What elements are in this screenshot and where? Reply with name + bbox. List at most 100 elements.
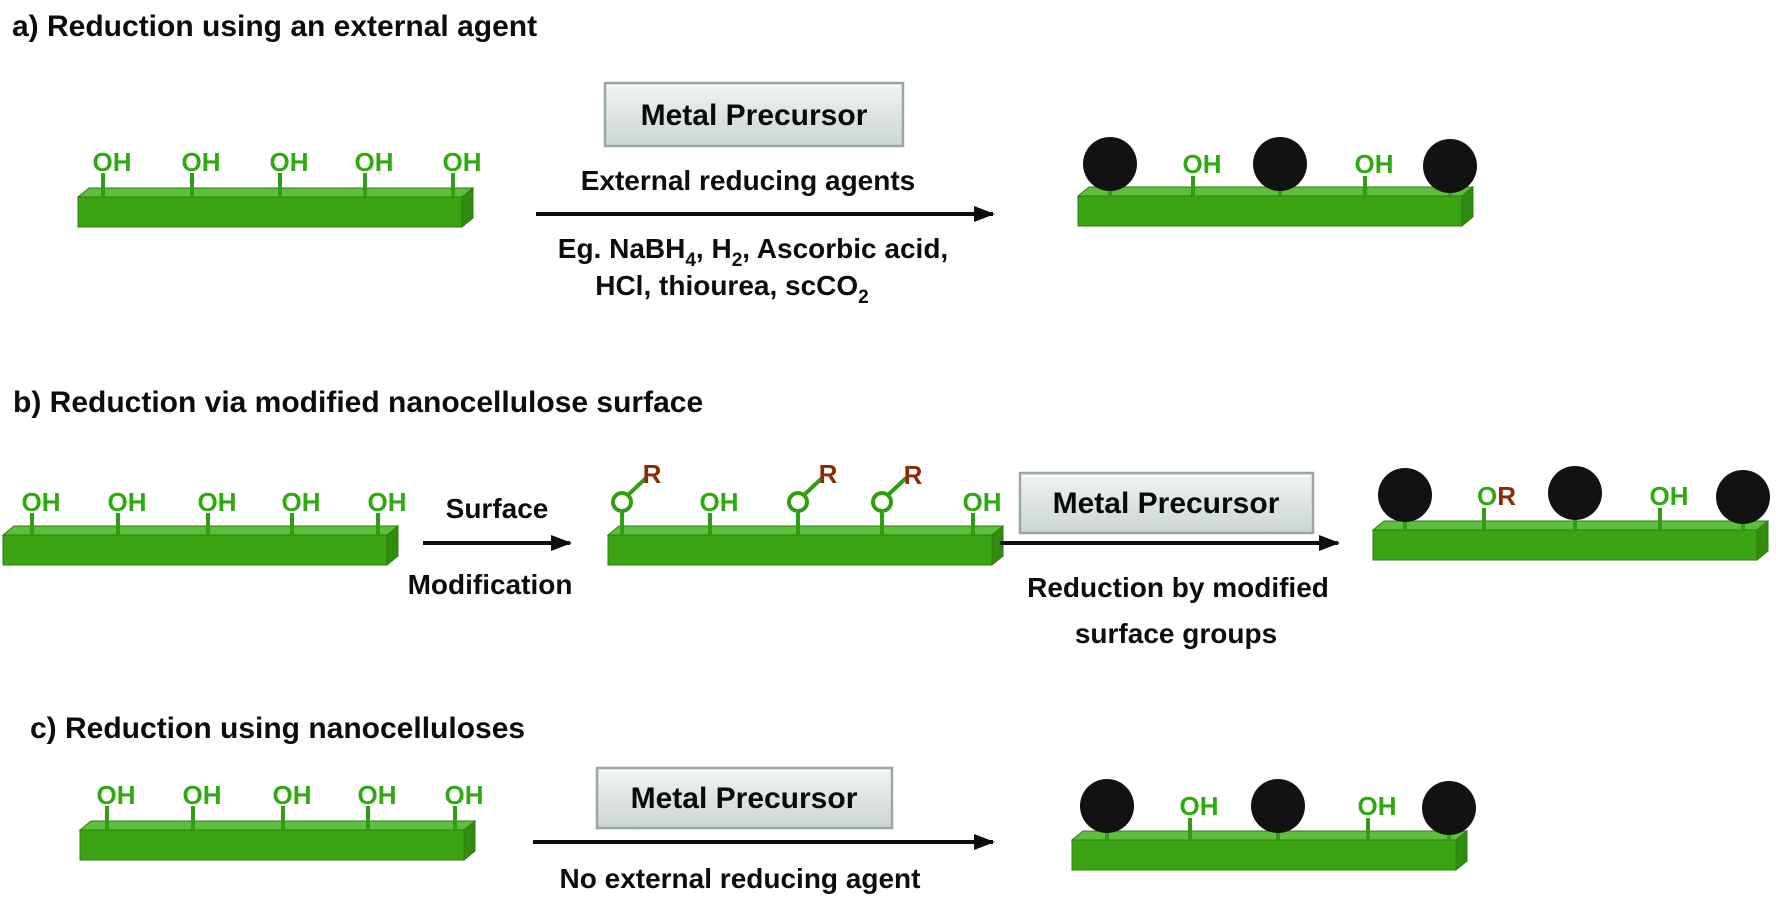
nanocellulose-bar: [79, 820, 476, 861]
hydroxyl-label: OH: [358, 780, 397, 810]
hydroxyl-label: OH: [1355, 149, 1394, 179]
metal-nanoparticle: [1251, 779, 1305, 840]
hydroxyl-group: OH: [93, 147, 132, 197]
reaction-arrow-a: External reducing agents Eg. NaBH4, H2, …: [536, 165, 995, 308]
hydroxyl-label: OH: [273, 780, 312, 810]
hydroxyl-label: OH: [93, 147, 132, 177]
hydroxyl-group: OH: [273, 780, 312, 830]
hydroxyl-group: OH: [1183, 149, 1222, 196]
arrow-label-below: No external reducing agent: [560, 863, 921, 894]
nanocellulose-bar: [1372, 520, 1769, 561]
nanoparticle-sphere: [1548, 466, 1602, 520]
hydroxyl-group: OH: [355, 147, 394, 197]
metal-nanoparticle: [1080, 779, 1134, 840]
arrow-label-line1: Reduction by modified: [1027, 572, 1329, 603]
hydroxyl-label: OH: [22, 487, 61, 517]
hydroxyl-group: OH: [445, 780, 484, 830]
r-group-label: R: [904, 460, 923, 490]
nanoparticle-sphere: [1378, 468, 1432, 522]
r-group-label: R: [643, 459, 662, 489]
hydroxyl-label: OH: [355, 147, 394, 177]
hydroxyl-label: OH: [700, 487, 739, 517]
hydroxyl-label: OH: [282, 487, 321, 517]
nanoparticle-sphere: [1080, 779, 1134, 833]
nanoparticle-sphere: [1716, 470, 1770, 524]
nanoparticle-sphere: [1083, 137, 1137, 191]
hydroxyl-group: OH: [358, 780, 397, 830]
nanocellulose-product-b: OR OH: [1372, 466, 1770, 561]
hydroxyl-group: OH: [108, 487, 147, 535]
hydroxyl-label: OH: [368, 487, 407, 517]
hydroxyl-label: OH: [1358, 791, 1397, 821]
section-a-title: a) Reduction using an external agent: [12, 10, 537, 43]
metal-nanoparticle: [1548, 466, 1602, 530]
oxygen-atom: [787, 491, 809, 513]
nanocellulose-reactant-a: OH OH OH OH OH: [77, 147, 482, 228]
hydroxyl-group: OH: [182, 147, 221, 197]
hydroxyl-label: OH: [182, 147, 221, 177]
nanoparticle-sphere: [1251, 779, 1305, 833]
nanocellulose-modified-b: R OH R R OH: [607, 459, 1004, 566]
metal-precursor-label: Metal Precursor: [631, 782, 858, 815]
arrow-label-below-1: Eg. NaBH4, H2, Ascorbic acid,: [558, 233, 948, 271]
metal-nanoparticle: [1422, 781, 1476, 840]
hydroxyl-group: OH: [443, 147, 482, 197]
metal-nanoparticle: [1378, 468, 1432, 530]
arrow-label-line2: Modification: [408, 569, 573, 600]
hydroxyl-group: OH: [1355, 149, 1394, 196]
nanocellulose-bar: [607, 525, 1004, 566]
nanocellulose-bar: [2, 525, 399, 566]
section-c-title: c) Reduction using nanocelluloses: [30, 712, 525, 745]
hydroxyl-group: OH: [963, 487, 1002, 535]
nanocellulose-bar: [1077, 186, 1474, 227]
arrow-label-above: External reducing agents: [581, 165, 916, 196]
hydroxyl-group: OH: [368, 487, 407, 535]
nanocellulose-reactant-b: OH OH OH OH OH: [2, 487, 407, 566]
section-b-title: b) Reduction via modified nanocellulose …: [13, 386, 703, 419]
or-group: R: [611, 459, 662, 535]
nanoparticle-sphere: [1423, 139, 1477, 193]
hydroxyl-label: OH: [183, 780, 222, 810]
or-group: R: [787, 459, 838, 535]
or-label: OR: [1477, 481, 1516, 511]
arrow-label-line2: surface groups: [1075, 618, 1277, 649]
hydroxyl-label: OH: [108, 487, 147, 517]
hydroxyl-label: OH: [1180, 791, 1219, 821]
hydroxyl-label: OH: [198, 487, 237, 517]
section-c: c) Reduction using nanocelluloses OH OH …: [30, 712, 1476, 894]
metal-precursor-box: Metal Precursor: [1018, 471, 1315, 535]
hydroxyl-group: OH: [22, 487, 61, 535]
metal-nanoparticle: [1253, 137, 1307, 196]
section-b: b) Reduction via modified nanocellulose …: [2, 386, 1770, 649]
hydroxyl-group: OH: [270, 147, 309, 197]
metal-nanoparticle: [1423, 139, 1477, 196]
metal-precursor-box: Metal Precursor: [595, 766, 894, 830]
nanoparticle-sphere: [1422, 781, 1476, 835]
hydroxyl-label: OH: [963, 487, 1002, 517]
nanocellulose-bar: [77, 187, 474, 228]
section-a: a) Reduction using an external agent OH …: [12, 10, 1477, 308]
nanocellulose-bar: [1071, 830, 1468, 871]
metal-precursor-box: Metal Precursor: [603, 81, 905, 148]
hydroxyl-label: OH: [1183, 149, 1222, 179]
hydroxyl-label: OH: [97, 780, 136, 810]
hydroxyl-group: OH: [282, 487, 321, 535]
nanocellulose-reactant-c: OH OH OH OH OH: [79, 780, 484, 861]
reduction-arrow-b: Reduction by modified surface groups: [1000, 535, 1340, 649]
or-group: R: [871, 460, 923, 535]
metal-nanoparticle: [1083, 137, 1137, 196]
oxygen-atom: [611, 491, 633, 513]
hydroxyl-label: OH: [445, 780, 484, 810]
hydroxyl-group: OH: [97, 780, 136, 830]
nanoparticle-sphere: [1253, 137, 1307, 191]
hydroxyl-group: OH: [1650, 481, 1689, 530]
arrow-label-line1: Surface: [446, 493, 549, 524]
reaction-arrow-c: No external reducing agent: [533, 834, 995, 894]
oxygen-atom: [871, 491, 893, 513]
metal-precursor-label: Metal Precursor: [1053, 487, 1280, 520]
hydroxyl-label: OH: [443, 147, 482, 177]
nanocellulose-product-c: OH OH: [1071, 779, 1476, 871]
hydroxyl-group: OH: [1180, 791, 1219, 840]
hydroxyl-group: OH: [700, 487, 739, 535]
